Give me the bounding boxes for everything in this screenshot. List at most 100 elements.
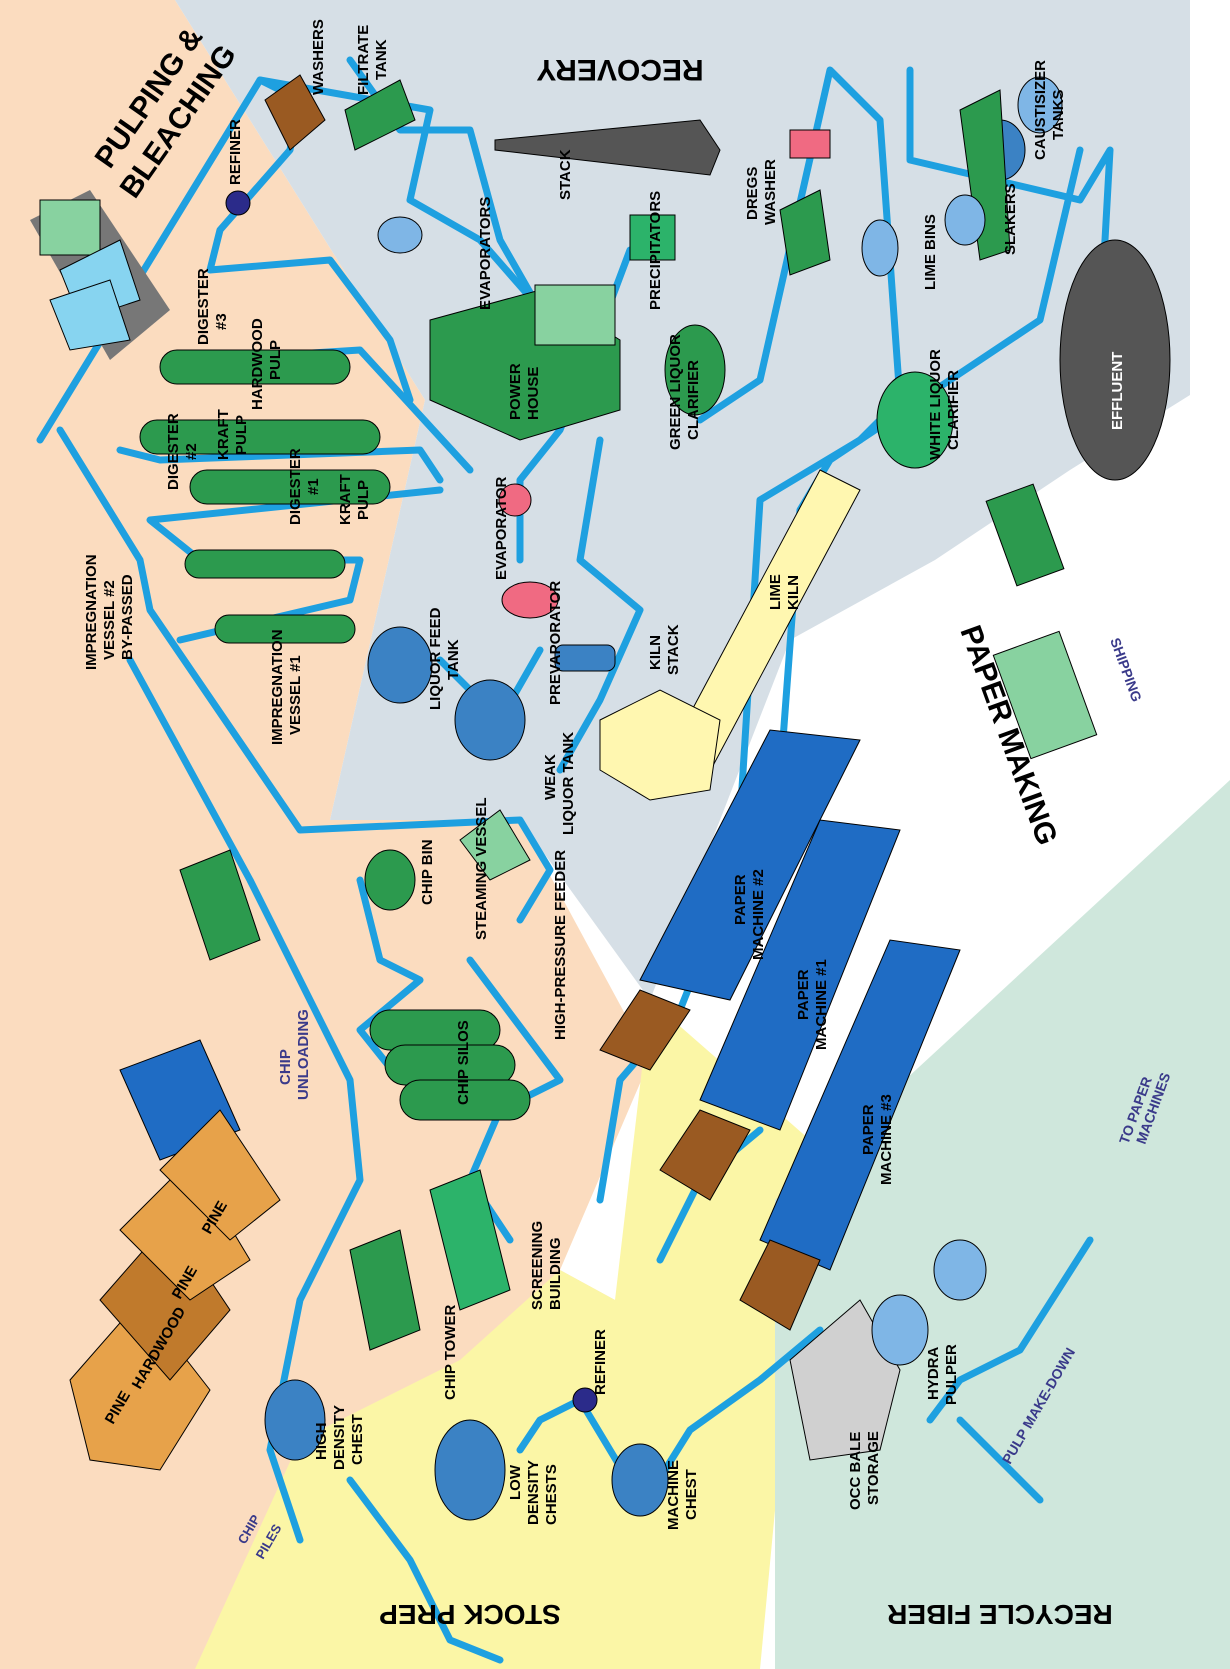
label-shipping: SHIPPING [1107, 636, 1145, 704]
lime-bins-unit [861, 219, 899, 277]
label-slakers: SLAKERS [1002, 183, 1019, 255]
label-kiln-stack-2: STACK [665, 624, 682, 675]
label-evaporator: EVAPORATOR [493, 476, 510, 580]
label-kiln-stack-1: KILN [647, 635, 664, 670]
label-washers: WASHERS [310, 19, 327, 95]
label-green-liquor-1: GREEN LIQUOR [667, 334, 684, 450]
label-digester2-1: DIGESTER [165, 413, 182, 490]
label-digester2-2: #2 [183, 443, 200, 460]
label-kraft-pulp-1b: PULP [355, 480, 372, 520]
label-refiner-bottom: REFINER [592, 1329, 609, 1395]
label-prevaporator: PREVAPORATOR [547, 581, 564, 705]
label-occ-bale-2: STORAGE [865, 1431, 882, 1505]
region-recovery [175, 0, 1190, 1000]
label-filtrate-2: TANK [373, 39, 390, 80]
label-weak-liquor-2: LIQUOR TANK [560, 732, 577, 835]
hydra-pulper-unit [871, 1294, 929, 1366]
ld-chests-unit [434, 1419, 506, 1521]
precipitators-unit [629, 214, 676, 261]
label-digester3-1: DIGESTER [195, 268, 212, 345]
green-liquor-clarifier-unit [664, 324, 726, 416]
label-hd-chest-1: HIGH [313, 1423, 330, 1461]
region-recycle-fiber [775, 780, 1230, 1669]
label-lime-kiln-1: LIME [767, 574, 784, 610]
kiln-stack-unit [554, 644, 616, 672]
lime-kiln-base [599, 689, 721, 801]
label-steaming-vessel: STEAMING VESSEL [473, 797, 490, 940]
label-chip-silos: CHIP SILOS [455, 1020, 472, 1105]
filtrate-tank-unit [344, 79, 416, 151]
label-imp2-1: IMPREGNATION [83, 554, 100, 670]
label-power-house-1: POWER [507, 363, 524, 420]
label-hardwood-pulp-2: PULP [267, 340, 284, 380]
dregs-washer-unit [779, 129, 831, 276]
white-liquor-clarifier-unit [876, 371, 954, 469]
makedown-tank-unit [933, 1239, 987, 1301]
label-hd-chest-3: CHEST [349, 1414, 366, 1465]
label-effluent: EFFLUENT [1109, 352, 1126, 430]
label-weak-liquor-1: WEAK [542, 754, 559, 800]
slakers-unit [944, 194, 986, 246]
hd-chest-unit [264, 1379, 326, 1461]
refiner-top-unit [225, 190, 251, 216]
steaming-vessel-unit [459, 809, 531, 881]
label-digester1-2: #1 [305, 478, 322, 495]
label-caustisizer-2: TANKS [1050, 89, 1067, 140]
label-precipitators: PRECIPITATORS [647, 191, 664, 310]
label-hydra-2: PULPER [943, 1344, 960, 1405]
label-screening-1: SCREENING [529, 1221, 546, 1310]
refiner-bottom-unit [572, 1387, 598, 1413]
effluent-cloud [1059, 239, 1171, 481]
label-hardwood-pulp-1: HARDWOOD [249, 318, 266, 410]
chip-rail-car [179, 849, 261, 961]
label-kraft-pulp-2b: PULP [233, 415, 250, 455]
label-hp-feeder: HIGH-PRESSURE FEEDER [552, 850, 569, 1040]
label-pm3-2: MACHINE #3 [878, 1094, 895, 1185]
label-imp2-3: BY-PASSED [119, 574, 136, 660]
evaporator-unit [498, 483, 532, 517]
machine-chest-unit [611, 1443, 669, 1517]
section-recovery-title: RECOVERY [536, 53, 703, 86]
digesters [139, 349, 391, 644]
label-kraft-pulp-1a: KRAFT [337, 474, 354, 525]
prevaporator-unit [501, 581, 559, 619]
label-green-liquor-2: CLARIFIER [685, 360, 702, 440]
label-white-liquor-1: WHITE LIQUOR [927, 349, 944, 460]
liquor-feed-tank-unit [367, 626, 433, 704]
label-pm2-2: MACHINE #2 [750, 869, 767, 960]
label-evaporators: EVAPORATORS [477, 197, 494, 310]
evaporators-unit [377, 216, 423, 254]
label-dregs-2: WASHER [762, 159, 779, 225]
section-stock-prep-title: STOCK PREP [379, 1599, 561, 1630]
label-imp1-2: VESSEL #1 [287, 655, 304, 735]
label-chip-unloading-1: CHIP [277, 1049, 294, 1085]
power-house-unit [429, 284, 621, 441]
caustisizer-tanks-unit [959, 76, 1063, 261]
label-ld-chests-2: DENSITY [525, 1460, 542, 1525]
label-ld-chests-3: CHESTS [543, 1464, 560, 1525]
chip-bin-unit [364, 849, 416, 911]
label-machine-chest-1: MACHINE [665, 1460, 682, 1530]
label-stack: STACK [557, 149, 574, 200]
label-ld-chests-1: LOW [507, 1464, 524, 1500]
screening-building-unit [429, 1169, 511, 1311]
label-lime-kiln-2: KILN [785, 575, 802, 610]
label-screening-2: BUILDING [547, 1238, 564, 1311]
label-pm2-1: PAPER [732, 874, 749, 925]
bleaching-plant [30, 190, 170, 360]
label-liquor-feed-2: TANK [445, 639, 462, 680]
label-imp2-2: VESSEL #2 [101, 580, 118, 660]
label-lime-bins: LIME BINS [922, 214, 939, 290]
shipping-truck [992, 630, 1098, 760]
label-dregs-1: DREGS [744, 167, 761, 220]
label-digester3-2: #3 [213, 313, 230, 330]
section-recycle-fiber-title: RECYCLE FIBER [887, 1599, 1113, 1630]
label-digester1-1: DIGESTER [287, 448, 304, 525]
label-chip-bin: CHIP BIN [419, 839, 436, 905]
label-filtrate-1: FILTRATE [355, 25, 372, 95]
label-chip-unloading-2: UNLOADING [295, 1009, 312, 1100]
chip-silos-unit [369, 1009, 531, 1121]
label-chip-tower: CHIP TOWER [442, 1305, 459, 1400]
washers-unit [264, 74, 326, 151]
